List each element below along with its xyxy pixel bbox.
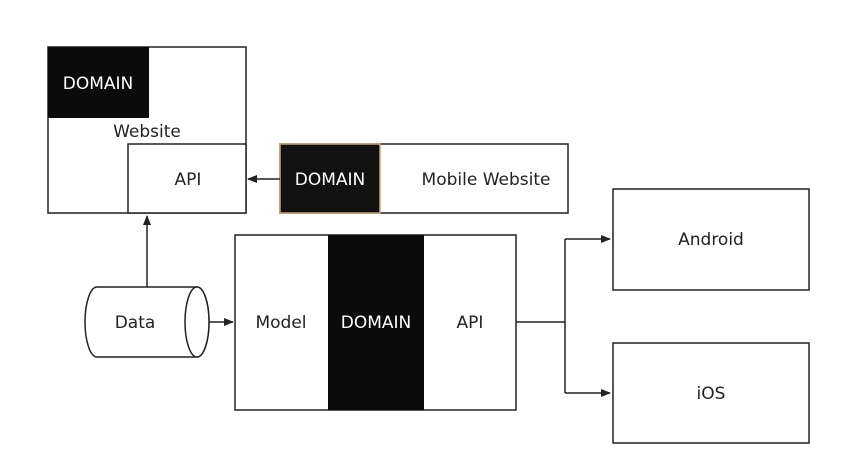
- api-fork-connector: [516, 235, 611, 397]
- core-service-box: Model DOMAIN API: [234, 234, 517, 411]
- ios-box: iOS: [612, 342, 810, 444]
- mobile-domain-label: DOMAIN: [295, 170, 366, 190]
- core-domain-block: [328, 235, 424, 410]
- core-domain-label: DOMAIN: [341, 313, 412, 333]
- mobile-website-title: Mobile Website: [422, 170, 551, 190]
- android-box: Android: [612, 188, 810, 291]
- mobile-domain-block: [279, 143, 381, 214]
- website-title: Website: [113, 122, 181, 142]
- website-box: DOMAIN Website API: [47, 46, 247, 214]
- mobile-website-box: DOMAIN Mobile Website: [279, 143, 569, 214]
- core-model-label: Model: [255, 313, 306, 333]
- data-store: Data: [84, 286, 210, 358]
- website-api-label: API: [175, 170, 202, 190]
- website-api-box: [127, 143, 247, 214]
- android-label: Android: [678, 230, 744, 250]
- website-domain-label: DOMAIN: [63, 74, 134, 94]
- ios-label: iOS: [697, 384, 726, 404]
- data-label: Data: [115, 313, 156, 333]
- website-domain-block: [48, 47, 149, 118]
- core-api-label: API: [457, 313, 484, 333]
